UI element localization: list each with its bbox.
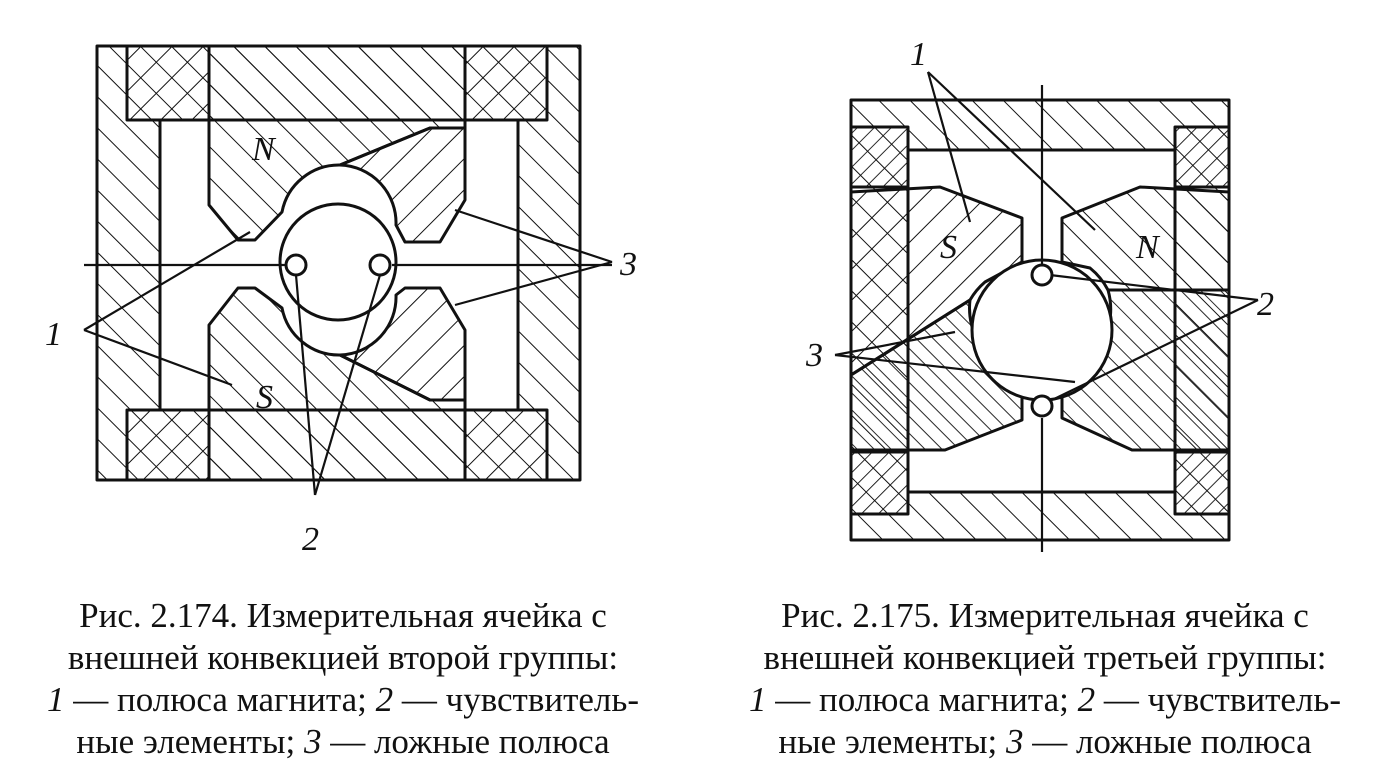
caption-174-num1: 1	[46, 680, 65, 719]
corner-block-tl-175	[849, 125, 910, 189]
label-false-pole-175: 3	[805, 337, 823, 374]
label-pole-175: 1	[910, 36, 927, 73]
caption-175-text2: — чувствитель-	[1095, 680, 1342, 719]
caption-175-line2: внешней конвекцией третьей группы:	[763, 638, 1327, 677]
cavity-174	[278, 202, 398, 322]
corner-block-bl-175	[849, 450, 910, 516]
caption-174-line2: внешней конвекцией второй группы:	[67, 638, 619, 677]
caption-174-line4: ные элементы; 3 — ложные полюса	[8, 721, 678, 763]
sensor-top-175	[1030, 263, 1054, 287]
leaders-174	[83, 208, 613, 496]
caption-174-num2: 2	[375, 680, 394, 719]
caption-174-line3: 1 — полюса магнита; 2 — чувствитель-	[8, 679, 678, 721]
figure-175-drawing	[849, 98, 1231, 542]
corner-block-tl	[125, 44, 211, 122]
figure-174-drawing	[95, 44, 582, 482]
label-pole-174: 1	[45, 316, 62, 353]
false-pole-top-174	[338, 126, 467, 244]
label-south-175: S	[940, 229, 957, 266]
caption-175-text4: — ложные полюса	[1023, 722, 1312, 761]
caption-175-num2: 2	[1077, 680, 1096, 719]
sensor-right-174	[368, 253, 392, 277]
caption-174-text1: — полюса магнита;	[64, 680, 376, 719]
sensor-bottom-175	[1030, 394, 1054, 418]
caption-174-text4: — ложные полюса	[321, 722, 610, 761]
corner-block-br-175	[1173, 450, 1231, 516]
caption-175-line4: ные элементы; 3 — ложные полюса	[710, 721, 1380, 763]
label-sensor-174: 2	[302, 521, 319, 558]
caption-175: Рис. 2.175. Измерительная ячейка с внешн…	[710, 595, 1380, 763]
caption-174: Рис. 2.174. Измерительная ячейка с внешн…	[8, 595, 678, 763]
sensor-left-174	[284, 253, 308, 277]
caption-174-num3: 3	[303, 722, 322, 761]
corner-block-bl	[125, 408, 211, 482]
caption-174-text2: — чувствитель-	[393, 680, 640, 719]
corner-block-tr	[463, 44, 549, 122]
label-sensor-175: 2	[1257, 286, 1274, 323]
corner-block-br	[463, 408, 549, 482]
caption-175-num3: 3	[1005, 722, 1024, 761]
caption-175-num1: 1	[748, 680, 767, 719]
label-north-175: N	[1135, 229, 1161, 266]
caption-174-line1: Рис. 2.174. Измерительная ячейка с	[79, 596, 607, 635]
caption-175-line1: Рис. 2.175. Измерительная ячейка с	[781, 596, 1309, 635]
label-north-174: N	[251, 131, 277, 168]
caption-174-text3: ные элементы;	[76, 722, 304, 761]
corner-block-tr-175	[1173, 125, 1231, 189]
caption-175-text1: — полюса магнита;	[766, 680, 1078, 719]
caption-175-text3: ные элементы;	[778, 722, 1006, 761]
caption-175-line3: 1 — полюса магнита; 2 — чувствитель-	[710, 679, 1380, 721]
leaders-175	[834, 71, 1259, 552]
label-false-pole-174: 3	[619, 246, 637, 283]
label-south-174: S	[256, 379, 273, 416]
